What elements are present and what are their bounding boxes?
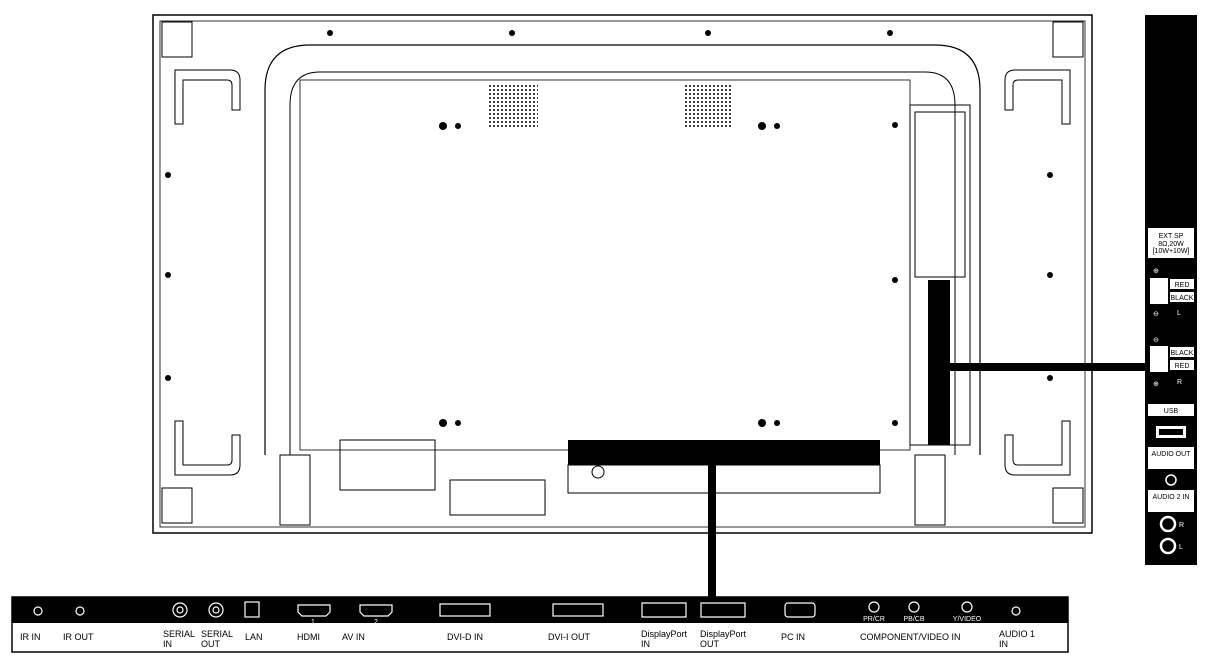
ext-sp-spec-2: [10W+10W]	[1153, 248, 1190, 255]
ext-sp-spec: 8Ω,20W	[1158, 241, 1184, 248]
dvi-d-in-label: DVI-D IN	[447, 632, 483, 642]
usb-label: USB	[1164, 408, 1179, 415]
plus-icon: ⊕	[1153, 381, 1159, 388]
minus-icon: ⊖	[1153, 337, 1159, 344]
ext-sp-title: EXT SP	[1159, 233, 1184, 240]
hdmi-label: HDMI	[297, 632, 320, 642]
y-video-label: Y/VIDEO	[953, 616, 982, 623]
left-red-label: RED	[1175, 282, 1190, 289]
right-red-label: RED	[1175, 363, 1190, 370]
audio-1-in-label: AUDIO 1	[999, 629, 1035, 639]
displayport-in-label-2: IN	[641, 639, 650, 649]
left-black-label: BLACK	[1171, 295, 1194, 302]
left-channel-label: L	[1177, 310, 1181, 317]
right-channel-label: R	[1177, 379, 1182, 386]
pc-in-label: PC IN	[781, 632, 805, 642]
side-connector-strip: EXT SP 8Ω,20W [10W+10W] ⊕ RED BLACK ⊖ L …	[1145, 15, 1197, 565]
serial-out-label: SERIAL	[201, 629, 233, 639]
av-in-label: AV IN	[342, 632, 365, 642]
bottom-leader-line	[708, 465, 716, 598]
side-leader-line	[950, 363, 1146, 371]
right-black-label: BLACK	[1171, 350, 1194, 357]
pr-cr-label: PR/CR	[863, 616, 885, 623]
plus-icon: ⊕	[1153, 268, 1159, 275]
serial-in-label-2: IN	[163, 639, 172, 649]
dvi-i-out-label: DVI-I OUT	[548, 632, 591, 642]
vent-grille	[488, 85, 733, 127]
serial-in-label: SERIAL	[163, 629, 195, 639]
audio-1-in-label-2: IN	[999, 639, 1008, 649]
bottom-terminal-callout	[568, 440, 880, 465]
audio-l-label: L	[1179, 544, 1183, 551]
ir-in-label: IR IN	[20, 632, 41, 642]
audio-2-in-label: AUDIO 2 IN	[1153, 494, 1190, 501]
audio-out-label: AUDIO OUT	[1152, 451, 1192, 458]
mounting-holes	[165, 30, 1053, 479]
ir-out-label: IR OUT	[63, 632, 94, 642]
serial-out-label-2: OUT	[201, 639, 221, 649]
side-terminal-callout	[928, 280, 950, 445]
displayport-out-label: DisplayPort	[700, 629, 747, 639]
displayport-out-label-2: OUT	[700, 639, 720, 649]
lan-label: LAN	[245, 632, 263, 642]
pb-cb-label: PB/CB	[903, 616, 924, 623]
displayport-in-label: DisplayPort	[641, 629, 688, 639]
minus-icon: ⊖	[1153, 311, 1159, 318]
hdmi-2-number: 2	[374, 619, 378, 626]
component-video-in-label: COMPONENT/VIDEO IN	[860, 632, 961, 642]
display-back-panel	[152, 14, 1093, 534]
audio-r-label: R	[1179, 522, 1184, 529]
bottom-connector-strip: 1 2 PR/CR PB/CB Y/VIDEO IR IN IR OUT SER…	[11, 596, 1069, 653]
hdmi-1-number: 1	[311, 619, 315, 626]
